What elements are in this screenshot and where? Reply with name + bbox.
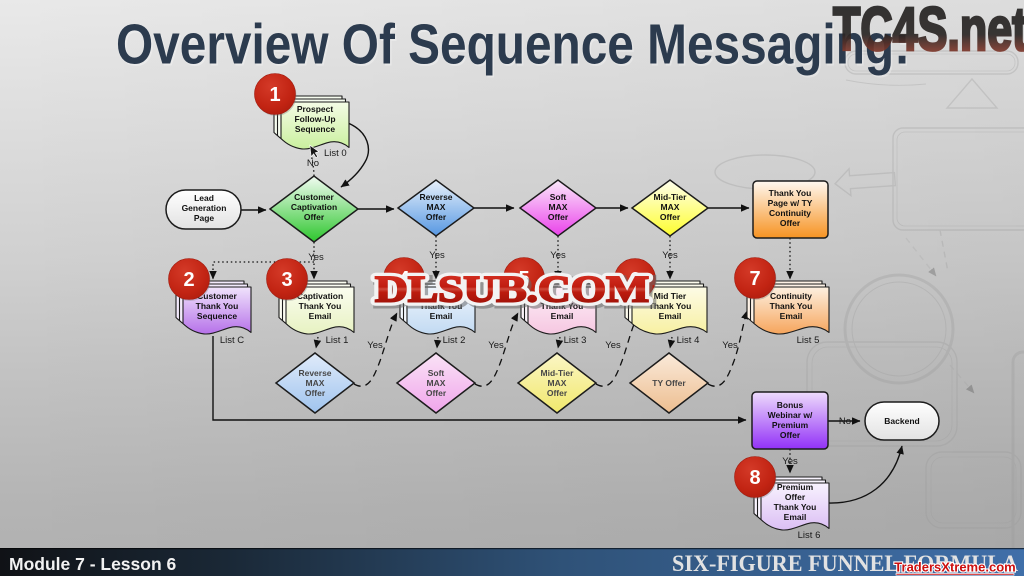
svg-text:Lead: Lead — [194, 193, 214, 203]
svg-text:Thank You: Thank You — [649, 301, 692, 311]
svg-text:Premium: Premium — [777, 482, 814, 492]
svg-text:Thank You: Thank You — [770, 301, 813, 311]
svg-text:Premium: Premium — [772, 420, 809, 430]
svg-text:DLSUB.COM: DLSUB.COM — [375, 269, 649, 310]
svg-text:Soft: Soft — [428, 368, 445, 378]
svg-text:Offer: Offer — [426, 388, 447, 398]
svg-text:Thank You: Thank You — [769, 188, 812, 198]
svg-text:Offer: Offer — [785, 492, 806, 502]
svg-text:Yes: Yes — [782, 456, 798, 467]
svg-text:SIX-FIGURE FUNNEL FORMULA: SIX-FIGURE FUNNEL FORMULA — [672, 551, 1018, 576]
svg-text:Thank You: Thank You — [541, 301, 584, 311]
svg-text:3: 3 — [281, 269, 292, 291]
svg-text:Soft: Soft — [550, 192, 567, 202]
svg-text:Yes: Yes — [550, 250, 566, 261]
svg-text:List 6: List 6 — [798, 530, 821, 541]
svg-text:Offer: Offer — [304, 212, 325, 222]
svg-text:Sequence: Sequence — [197, 311, 237, 321]
svg-text:Email: Email — [780, 311, 803, 321]
svg-text:Overview Of Sequence Messaging: Overview Of Sequence Messaging: — [116, 13, 910, 77]
svg-text:List 3: List 3 — [564, 335, 587, 346]
svg-text:Thank You: Thank You — [774, 502, 817, 512]
svg-text:Offer: Offer — [426, 212, 447, 222]
svg-text:Offer: Offer — [547, 388, 568, 398]
svg-text:DLSUB.COM: DLSUB.COM — [375, 269, 649, 310]
svg-text:No: No — [839, 416, 851, 427]
svg-text:Yes: Yes — [662, 250, 678, 261]
svg-text:Sequence: Sequence — [295, 124, 335, 134]
svg-text:Yes: Yes — [429, 250, 445, 261]
svg-text:5: 5 — [518, 268, 529, 290]
svg-text:Bonus: Bonus — [777, 400, 804, 410]
svg-text:Yes: Yes — [308, 252, 324, 263]
svg-text:1: 1 — [269, 84, 280, 106]
svg-text:Mid-Tier: Mid-Tier — [541, 368, 575, 378]
svg-text:TY Offer: TY Offer — [652, 378, 686, 388]
svg-text:Offer: Offer — [780, 430, 801, 440]
svg-text:Prospect: Prospect — [297, 104, 334, 114]
svg-text:Module 7 - Lesson 6: Module 7 - Lesson 6 — [9, 554, 177, 574]
svg-text:MAX: MAX — [306, 378, 325, 388]
svg-text:4: 4 — [398, 268, 410, 290]
svg-text:No: No — [307, 158, 319, 169]
svg-text:Webinar w/: Webinar w/ — [768, 410, 813, 420]
svg-text:Offer: Offer — [305, 388, 326, 398]
svg-text:MAX: MAX — [661, 202, 680, 212]
svg-text:Yes: Yes — [367, 340, 383, 351]
svg-text:Continuity: Continuity — [770, 291, 812, 301]
svg-text:List 5: List 5 — [797, 335, 820, 346]
svg-text:List 1: List 1 — [326, 335, 349, 346]
svg-text:8: 8 — [749, 467, 760, 489]
svg-text:List 0: List 0 — [324, 148, 347, 159]
svg-text:Email: Email — [430, 311, 453, 321]
svg-text:Thank You: Thank You — [420, 301, 463, 311]
svg-text:DLSUB.COM: DLSUB.COM — [378, 271, 652, 312]
svg-text:List 4: List 4 — [677, 335, 700, 346]
svg-text:Captivation: Captivation — [297, 291, 343, 301]
svg-text:Customer: Customer — [294, 192, 334, 202]
svg-text:Backend: Backend — [884, 416, 919, 426]
svg-text:6: 6 — [629, 269, 640, 291]
svg-text:Page w/ TY: Page w/ TY — [768, 198, 813, 208]
svg-text:Yes: Yes — [488, 340, 504, 351]
svg-text:Email: Email — [659, 311, 682, 321]
svg-text:Thank You: Thank You — [196, 301, 239, 311]
svg-text:List 2: List 2 — [443, 335, 466, 346]
svg-text:MAX: MAX — [427, 202, 446, 212]
svg-text:Email: Email — [784, 512, 807, 522]
svg-text:Email: Email — [309, 311, 332, 321]
svg-text:TradersXtreme.com: TradersXtreme.com — [894, 560, 1015, 575]
svg-text:Customer: Customer — [197, 291, 237, 301]
svg-text:7: 7 — [749, 268, 760, 290]
svg-text:Offer: Offer — [660, 212, 681, 222]
svg-text:Mid-Tier: Mid-Tier — [654, 192, 688, 202]
svg-text:Continuity: Continuity — [769, 208, 811, 218]
svg-text:Offer: Offer — [780, 218, 801, 228]
svg-text:Yes: Yes — [605, 340, 621, 351]
svg-text:Captivation: Captivation — [291, 202, 337, 212]
svg-text:Yes: Yes — [722, 340, 738, 351]
svg-text:Reverse: Reverse — [298, 368, 331, 378]
svg-text:Email: Email — [551, 311, 574, 321]
svg-text:MAX: MAX — [548, 378, 567, 388]
svg-text:Follow-Up: Follow-Up — [294, 114, 335, 124]
svg-text:MAX: MAX — [427, 378, 446, 388]
svg-text:2: 2 — [183, 269, 194, 291]
svg-text:MAX: MAX — [549, 202, 568, 212]
svg-text:Reverse: Reverse — [419, 192, 452, 202]
svg-text:Offer: Offer — [548, 212, 569, 222]
svg-text:List C: List C — [220, 335, 244, 346]
svg-text:Page: Page — [194, 213, 215, 223]
svg-text:TC4S.net: TC4S.net — [833, 0, 1024, 63]
svg-text:Generation: Generation — [182, 203, 227, 213]
svg-text:Mid Tier: Mid Tier — [654, 291, 687, 301]
svg-text:Overview Of Sequence Messaging: Overview Of Sequence Messaging: — [118, 15, 912, 79]
svg-text:Thank You: Thank You — [299, 301, 342, 311]
